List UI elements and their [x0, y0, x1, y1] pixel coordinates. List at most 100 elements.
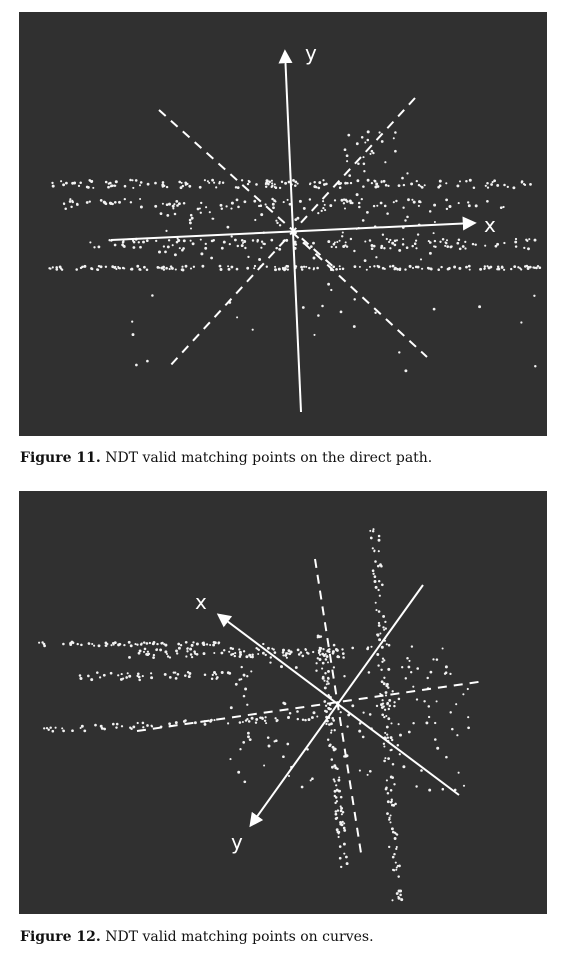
point-cloud-dot: [502, 205, 505, 209]
point-cloud-dot: [103, 727, 106, 731]
point-cloud-dot: [355, 193, 359, 197]
point-cloud-dot: [159, 212, 163, 216]
point-cloud-dot: [263, 764, 266, 767]
point-cloud-dot: [274, 717, 277, 720]
point-cloud-dot: [489, 265, 493, 269]
point-cloud-dot: [237, 205, 240, 209]
point-cloud-dot: [272, 648, 275, 651]
point-cloud-dot: [89, 241, 92, 244]
figure-11-plot: x y: [48, 41, 542, 413]
point-cloud-dot: [198, 185, 202, 189]
point-cloud-dot: [382, 614, 386, 618]
point-cloud-dot: [327, 693, 330, 696]
point-cloud-dot: [302, 206, 306, 210]
point-cloud-dot: [80, 724, 84, 728]
point-cloud-dot: [288, 652, 292, 656]
point-cloud-dot: [177, 646, 181, 650]
point-cloud-dot: [496, 242, 500, 246]
point-cloud-dot: [352, 325, 356, 328]
point-cloud-dot: [139, 181, 143, 184]
point-cloud-dot: [366, 773, 369, 776]
point-cloud-dot: [168, 722, 171, 726]
point-cloud-dot: [408, 264, 412, 268]
point-cloud-dot: [160, 266, 164, 270]
point-cloud-dot: [240, 678, 243, 681]
point-cloud-dot: [428, 251, 432, 255]
point-cloud-dot: [294, 240, 297, 244]
point-cloud-dot: [345, 862, 349, 866]
figure-12-x-axis: [216, 613, 460, 796]
point-cloud-dot: [264, 203, 267, 206]
point-cloud-dot: [471, 242, 475, 246]
point-cloud-dot: [203, 673, 207, 677]
point-cloud-dot: [250, 716, 254, 720]
point-cloud-dot: [302, 265, 306, 268]
point-cloud-dot: [315, 669, 318, 672]
point-cloud-dot: [377, 624, 381, 627]
figure-12-dashed-line-a: [136, 680, 486, 732]
point-cloud-dot: [383, 708, 387, 711]
point-cloud-dot: [139, 643, 143, 646]
point-cloud-dot: [238, 655, 242, 658]
point-cloud-dot: [138, 649, 142, 653]
point-cloud-dot: [415, 239, 418, 242]
point-cloud-dot: [331, 650, 335, 654]
point-cloud-dot: [340, 865, 343, 869]
point-cloud-dot: [383, 267, 386, 270]
point-cloud-dot: [282, 654, 285, 657]
point-cloud-dot: [145, 652, 149, 656]
point-cloud-dot: [334, 796, 338, 799]
point-cloud-dot: [484, 244, 487, 247]
point-cloud-dot: [68, 200, 72, 203]
point-cloud-dot: [65, 181, 68, 185]
point-cloud-dot: [435, 658, 439, 661]
point-cloud-dot: [410, 182, 414, 186]
point-cloud-dot: [210, 256, 214, 260]
point-cloud-dot: [345, 245, 349, 248]
point-cloud-dot: [364, 141, 367, 144]
point-cloud-dot: [229, 758, 232, 761]
point-cloud-dot: [340, 198, 344, 202]
figure-12-y-axis-label: y: [231, 830, 243, 854]
point-cloud-dot: [230, 207, 233, 210]
point-cloud-dot: [429, 267, 433, 271]
point-cloud-dot: [73, 181, 77, 185]
point-cloud-dot: [139, 245, 142, 249]
point-cloud-dot: [247, 731, 250, 735]
point-cloud-dot: [257, 648, 261, 652]
point-cloud-dot: [390, 798, 393, 801]
point-cloud-dot: [321, 661, 325, 665]
point-cloud-dot: [69, 198, 72, 201]
point-cloud-dot: [93, 644, 96, 647]
point-cloud-dot: [168, 676, 172, 679]
point-cloud-dot: [490, 183, 493, 186]
point-cloud-dot: [412, 685, 415, 688]
point-cloud-dot: [369, 536, 373, 540]
point-cloud-dot: [110, 184, 114, 188]
point-cloud-dot: [432, 232, 435, 235]
point-cloud-dot: [385, 725, 389, 729]
point-cloud-dot: [62, 202, 66, 205]
point-cloud-dot: [368, 769, 372, 773]
figure-11-dashed-line-a: [158, 109, 338, 271]
point-cloud-dot: [123, 267, 126, 270]
point-cloud-dot: [110, 644, 113, 647]
point-cloud-dot: [79, 266, 83, 270]
point-cloud-dot: [419, 201, 422, 204]
point-cloud-dot: [336, 655, 340, 659]
point-cloud-dot: [402, 206, 405, 209]
point-cloud-dot: [467, 726, 470, 730]
point-cloud-dot: [278, 224, 282, 227]
point-cloud-dot: [277, 267, 281, 271]
point-cloud-dot: [385, 237, 388, 241]
point-cloud-dot: [176, 237, 179, 240]
point-cloud-dot: [176, 652, 179, 655]
point-cloud-dot: [383, 715, 386, 719]
point-cloud-dot: [242, 741, 246, 744]
point-cloud-dot: [296, 182, 299, 185]
point-cloud-dot: [433, 203, 437, 207]
point-cloud-dot: [342, 202, 346, 205]
point-cloud-dot: [309, 245, 313, 248]
point-cloud-dot: [176, 204, 179, 207]
point-cloud-dot: [243, 200, 247, 204]
